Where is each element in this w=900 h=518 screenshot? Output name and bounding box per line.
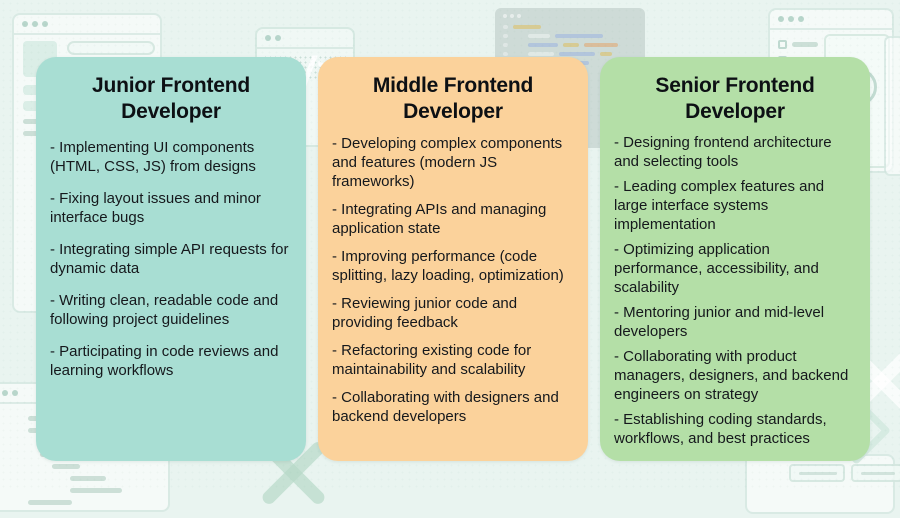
bullet-item: - Integrating APIs and managing applicat…	[332, 201, 547, 237]
wireframe-button	[789, 464, 845, 482]
wireframe-line	[792, 42, 818, 47]
card-junior-frontend-developer: Junior Frontend Developer - Implementing…	[36, 57, 306, 461]
bullet-item: - Fixing layout issues and minor interfa…	[50, 190, 261, 226]
window-dot-icon	[2, 390, 8, 396]
window-titlebar	[770, 10, 892, 30]
window-dot-icon	[778, 16, 784, 22]
bullet-item: - Leading complex features and large int…	[614, 178, 825, 233]
checkbox-icon	[778, 40, 787, 49]
bullet-item: - Writing clean, readable code and follo…	[50, 292, 279, 328]
bullet-item: - Collaborating with product managers, d…	[614, 348, 849, 403]
window-dot-icon	[265, 35, 271, 41]
bullet-item: - Optimizing application performance, ac…	[614, 241, 819, 296]
window-titlebar	[503, 14, 637, 18]
window-dot-icon	[12, 390, 18, 396]
bullet-item: - Implementing UI components (HTML, CSS,…	[50, 139, 256, 175]
bullet-item: - Integrating simple API requests for dy…	[50, 241, 289, 277]
wireframe-button	[851, 464, 900, 482]
wireframe-line	[799, 472, 837, 475]
card-title: Junior Frontend Developer	[92, 74, 250, 123]
wireframe-line	[861, 472, 895, 475]
bullet-item: - Developing complex components and feat…	[332, 135, 563, 190]
wireframe-line	[70, 476, 106, 481]
wireframe-line	[28, 500, 72, 505]
window-dot-icon	[788, 16, 794, 22]
card-senior-frontend-developer: Senior Frontend Developer - Designing fr…	[600, 57, 870, 461]
bullet-item: - Establishing coding standards, workflo…	[614, 411, 827, 447]
bullet-item: - Improving performance (code splitting,…	[332, 248, 564, 284]
window-dot-icon	[798, 16, 804, 22]
role-cards: Junior Frontend Developer - Implementing…	[36, 57, 870, 461]
window-dot-icon	[32, 21, 38, 27]
window-dot-icon	[22, 21, 28, 27]
bullet-item: - Mentoring junior and mid-level develop…	[614, 304, 825, 340]
bullet-item: - Designing frontend architecture and se…	[614, 134, 832, 170]
wireframe-line	[52, 464, 80, 469]
bullet-item: - Refactoring existing code for maintain…	[332, 342, 532, 378]
wireframe-pill	[67, 41, 155, 55]
card-title: Middle Frontend Developer	[372, 74, 534, 123]
bullet-item: - Reviewing junior code and providing fe…	[332, 295, 518, 331]
bullet-item: - Collaborating with designers and backe…	[332, 389, 559, 425]
bullet-item: - Participating in code reviews and lear…	[50, 343, 279, 379]
window-dot-icon	[275, 35, 281, 41]
browser-window-edge-icon	[884, 36, 900, 176]
wireframe-block	[23, 85, 45, 95]
window-dot-icon	[42, 21, 48, 27]
card-middle-frontend-developer: Middle Frontend Developer - Developing c…	[318, 57, 588, 461]
window-titlebar	[14, 15, 160, 35]
window-titlebar	[257, 29, 353, 49]
card-title: Senior Frontend Developer	[655, 74, 815, 123]
wireframe-block	[23, 101, 45, 111]
